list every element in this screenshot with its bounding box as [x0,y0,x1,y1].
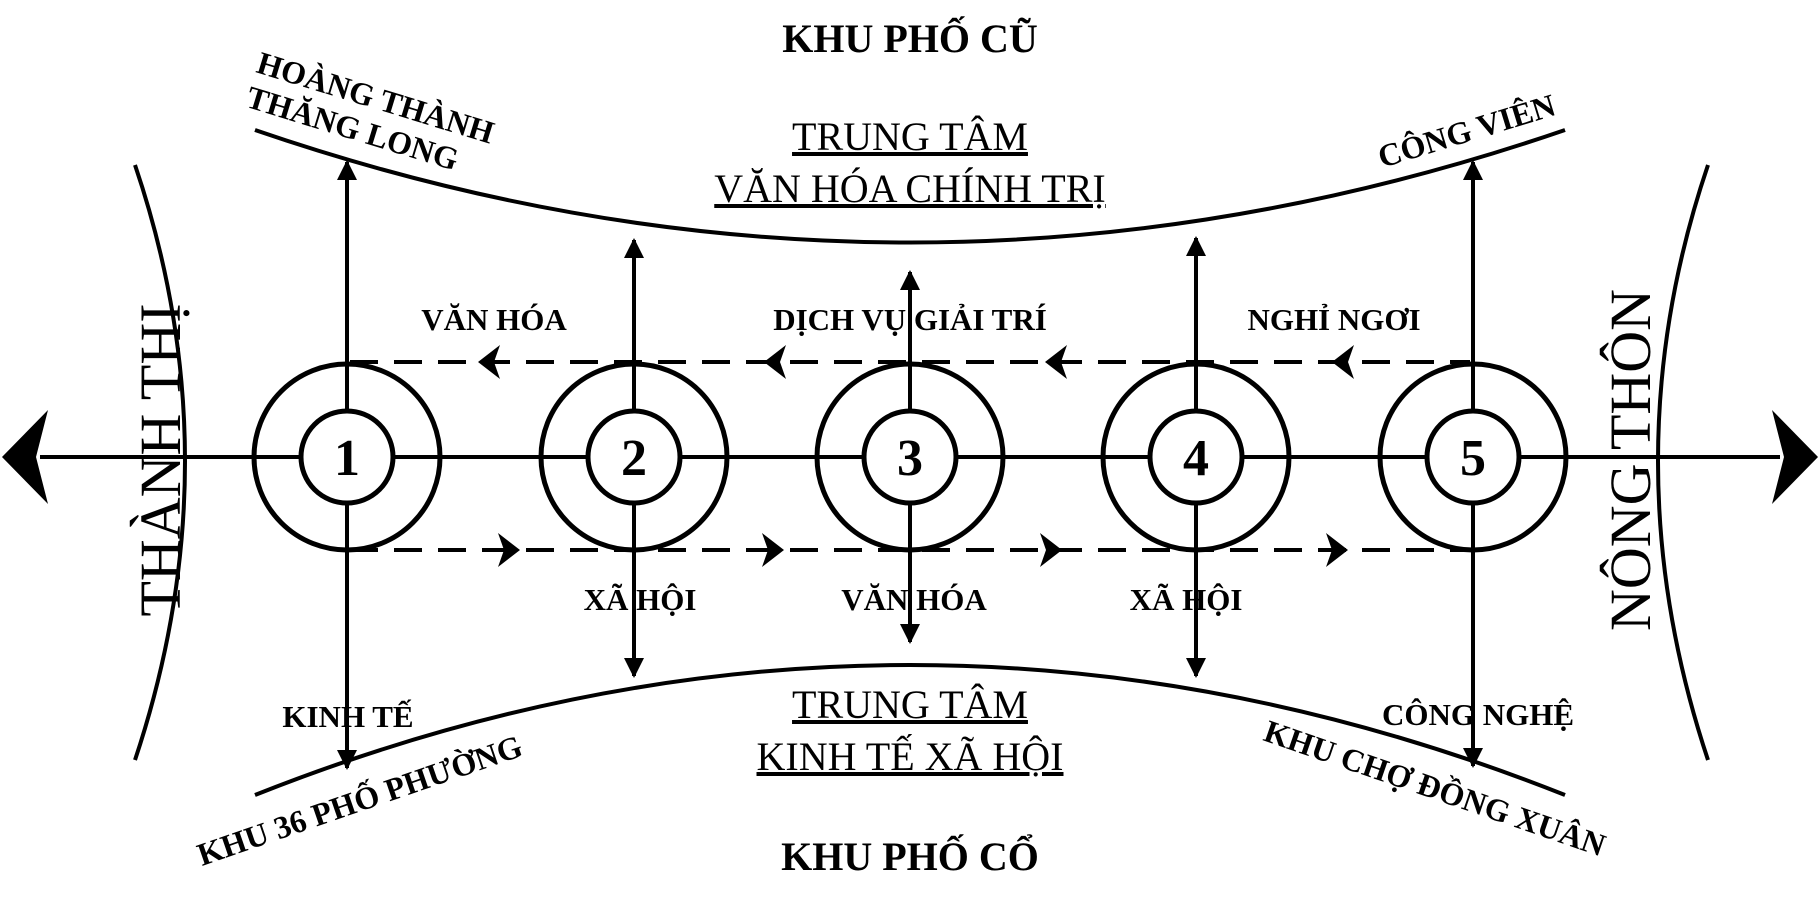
node-1: 1 [251,361,443,553]
node-2: 2 [538,361,730,553]
bottom-center-line1: TRUNG TÂM [792,682,1028,727]
upper-flow-arrow-4 [1332,345,1354,379]
title-bottom: KHU PHỐ CỔ [781,833,1039,879]
title-top: KHU PHỐ CŨ [782,15,1038,61]
node-4-outer-ring [1100,361,1292,553]
top-arc [254,128,1566,245]
node-1-number: 1 [334,430,360,487]
node-3-number: 3 [897,430,923,487]
node-4-inner-circle [1147,408,1245,506]
top-center-line1: TRUNG TÂM [792,114,1028,159]
corner-bottom-left: KHU 36 PHỐ PHƯỜNG [193,728,527,873]
node-3: 3 [814,361,1006,553]
upper-label-dich-vu-giai-tri: DỊCH VỤ GIẢI TRÍ [773,302,1047,337]
corner-bottom-right: KHU CHỢ ĐỒNG XUÂN [1260,713,1610,864]
node-4-number: 4 [1183,430,1209,487]
node-5-inner-circle [1424,408,1522,506]
lower-label-xa-hoi-1: XÃ HỘI [584,582,697,617]
node-2-outer-ring [538,361,730,553]
node-3-inner-circle [861,408,959,506]
lower-flow-arrow-2 [762,533,784,567]
node-1-inner-circle [298,408,396,506]
node-5-number: 5 [1460,430,1486,487]
left-boundary-curve [133,164,187,761]
upper-label-nghi-ngoi: NGHỈ NGƠI [1247,302,1420,337]
node-3-outer-ring [814,361,1006,553]
left-region-label: THÀNH THỊ [128,303,193,616]
top-center-line2: VĂN HÓA CHÍNH TRỊ [714,166,1105,211]
node-1-outer-ring [251,361,443,553]
node-4: 4 [1100,361,1292,553]
upper-flow-arrow-3 [1045,345,1067,379]
left-arrowhead [2,410,48,504]
lower-flow-arrow-3 [1040,533,1062,567]
upper-label-van-hoa: VĂN HÓA [421,302,567,337]
node-5-outer-ring [1377,361,1569,553]
bottom-center-line2: KINH TẾ XÃ HỘI [757,734,1064,779]
upper-flow-arrow-1 [478,345,500,379]
label-kinh-te: KINH TẾ [282,698,413,734]
right-region-label: NÔNG THÔN [1598,289,1663,631]
upper-flow-arrow-2 [764,345,786,379]
node-2-number: 2 [621,430,647,487]
bottom-arc [254,663,1566,797]
label-cong-nghe: CÔNG NGHỆ [1382,697,1574,732]
lower-label-xa-hoi-2: XÃ HỘI [1130,582,1243,617]
node-5: 5 [1377,361,1569,553]
corner-top-left: HOÀNG THÀNH THĂNG LONG [242,44,498,177]
node-2-inner-circle [585,408,683,506]
lower-label-van-hoa: VĂN HÓA [841,582,987,617]
right-boundary-curve [1656,164,1710,761]
lower-flow-arrow-1 [498,533,520,567]
lower-flow-arrow-4 [1326,533,1348,567]
right-arrowhead [1772,410,1818,504]
